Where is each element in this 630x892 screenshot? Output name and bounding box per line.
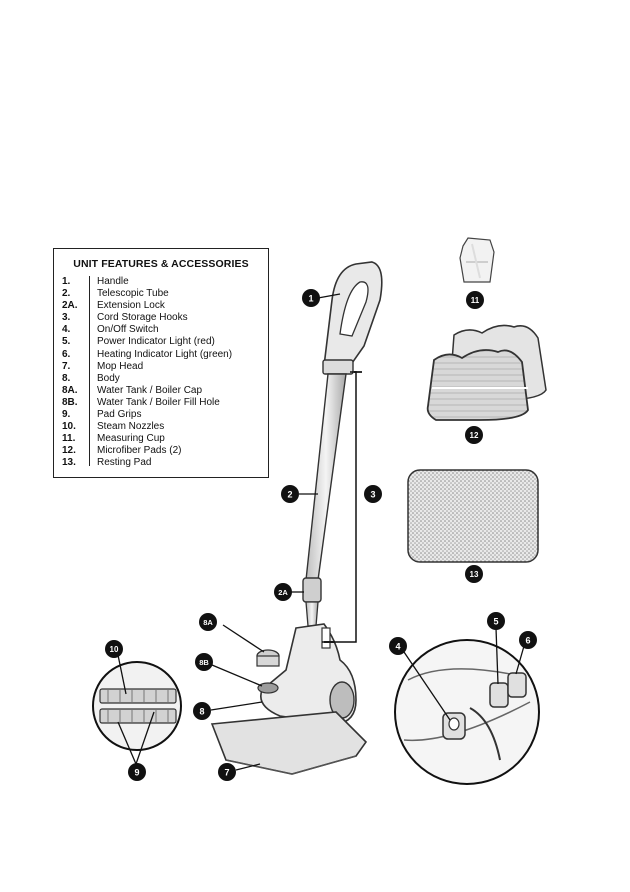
legend-divider <box>89 276 90 466</box>
callout-5: 5 <box>487 612 505 630</box>
measuring-cup <box>459 237 495 283</box>
legend-item-label: Measuring Cup <box>97 433 165 445</box>
legend-item-label: Mop Head <box>97 360 144 372</box>
resting-pad <box>407 469 539 563</box>
legend-item-number: 2A. <box>62 300 78 312</box>
callout-5-label: 5 <box>493 617 498 627</box>
legend-item-number: 4. <box>62 324 71 336</box>
legend-item-number: 1. <box>62 276 71 287</box>
legend-item-number: 6. <box>62 348 71 360</box>
legend-item-label: Pad Grips <box>97 409 142 421</box>
legend-item-label: Microfiber Pads (2) <box>97 445 182 457</box>
steam-mop <box>210 261 383 775</box>
callout-13: 13 <box>465 565 483 583</box>
callout-12: 12 <box>465 426 483 444</box>
microfiber-pads <box>426 324 547 421</box>
callout-8a-label: 8A <box>203 618 213 627</box>
callout-1-label: 1 <box>308 294 313 304</box>
legend-item-label: Body <box>97 372 120 384</box>
legend-item-number: 13. <box>62 457 76 469</box>
legend-item-number: 7. <box>62 360 71 372</box>
legend-item-label: Water Tank / Boiler Cap <box>97 384 203 396</box>
callout-2a-label: 2A <box>278 588 288 597</box>
legend-item-label: Cord Storage Hooks <box>97 312 188 324</box>
callout-8b: 8B <box>195 653 213 671</box>
callout-8-label: 8 <box>199 707 204 717</box>
legend-item-number: 9. <box>62 409 71 421</box>
legend-item-label: Power Indicator Light (red) <box>97 336 215 348</box>
legend-item-number: 8A. <box>62 384 78 396</box>
legend-item-number: 2. <box>62 288 71 300</box>
features-legend: UNIT FEATURES & ACCESSORIES 1. Handle 2. T… <box>53 248 269 478</box>
callout-11: 11 <box>466 291 484 309</box>
callout-12-label: 12 <box>470 431 479 440</box>
callout-4: 4 <box>389 637 407 655</box>
legend-item-number: 12. <box>62 445 76 457</box>
callout-8a: 8A <box>199 613 217 631</box>
legend-item-label: On/Off Switch <box>97 324 159 336</box>
legend-item-number: 8B. <box>62 396 78 408</box>
pad-grips-detail <box>92 661 182 751</box>
callout-13-label: 13 <box>470 570 479 579</box>
callout-7-label: 7 <box>224 768 229 778</box>
callout-7: 7 <box>218 763 236 781</box>
legend-item-label: Telescopic Tube <box>97 288 169 300</box>
callout-10-label: 10 <box>110 645 119 654</box>
legend-item-label: Heating Indicator Light (green) <box>97 348 233 360</box>
legend-item-number: 8. <box>62 372 71 384</box>
cord-hooks-bracket <box>322 371 357 643</box>
legend-item-number: 5. <box>62 336 71 348</box>
legend-item-label: Water Tank / Boiler Fill Hole <box>97 396 220 408</box>
legend-item-number: 11. <box>62 433 76 445</box>
legend-item-label: Handle <box>97 276 129 287</box>
callout-10: 10 <box>105 640 123 658</box>
callout-4-label: 4 <box>395 642 400 652</box>
legend-item-label: Extension Lock <box>97 300 165 312</box>
callout-3-label: 3 <box>370 490 375 500</box>
callout-3: 3 <box>364 485 382 503</box>
callout-6-label: 6 <box>525 636 530 646</box>
callout-2a: 2A <box>274 583 292 601</box>
callout-9-label: 9 <box>134 768 139 778</box>
callout-11-label: 11 <box>471 296 480 305</box>
legend-title: UNIT FEATURES & ACCESSORIES <box>73 258 249 270</box>
legend-item-number: 10. <box>62 421 76 433</box>
callout-8: 8 <box>193 702 211 720</box>
callout-2-label: 2 <box>287 490 292 500</box>
legend-item-number: 3. <box>62 312 71 324</box>
callout-9: 9 <box>128 763 146 781</box>
callout-1: 1 <box>302 289 320 307</box>
callout-8b-label: 8B <box>199 658 209 667</box>
leader-lines <box>117 293 525 771</box>
callout-2: 2 <box>281 485 299 503</box>
legend-item-label: Steam Nozzles <box>97 421 165 433</box>
switch-detail <box>394 639 540 785</box>
legend-item-label: Resting Pad <box>97 457 152 469</box>
callout-6: 6 <box>519 631 537 649</box>
